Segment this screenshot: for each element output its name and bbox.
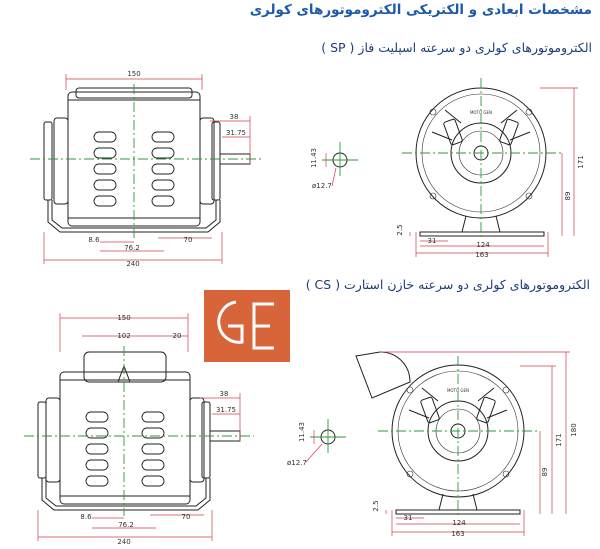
sp-shaft-detail: 11.43 ø12.7 — [310, 142, 358, 190]
sp-key-height: 11.43 — [310, 148, 318, 168]
cs-box-length: 102 — [117, 332, 130, 340]
cs-shaft-detail: 11.43 ø12.7 — [287, 419, 346, 467]
sp-brand-plate: MOTO GEN — [470, 110, 492, 115]
cs-foot-gap: 8.6 — [80, 513, 92, 521]
cs-foot-offset: 70 — [182, 513, 191, 521]
cs-base-thickness: 2.5 — [372, 500, 380, 511]
sp-section-heading: الکتروموتورهای کولری دو سرعته اسپلیت فاز… — [321, 40, 592, 55]
sp-shaft-diameter: ø12.7 — [312, 182, 332, 190]
cs-brand-plate: MOTO GEN — [447, 388, 469, 393]
sp-base-width: 240 — [126, 260, 139, 268]
sp-side-view: 150 38 31.75 — [30, 70, 262, 268]
sp-overall-length: 150 — [127, 70, 140, 78]
sp-center-height: 89 — [564, 192, 572, 201]
sp-foot-gap: 8.6 — [88, 236, 100, 244]
cs-front-view: MOTO GEN 180 171 89 2.5 31 124 163 — [355, 351, 578, 538]
sp-foot-span: 76.2 — [124, 244, 140, 252]
cs-shaft-dim: 31.75 — [216, 406, 236, 414]
cs-shaft-diameter: ø12.7 — [287, 459, 307, 467]
sp-shaft-dim: 31.75 — [226, 129, 246, 137]
cs-side-view: 150 102 20 38 — [24, 313, 254, 546]
cs-box-offset: 20 — [173, 332, 182, 340]
cs-foot-span: 76.2 — [118, 521, 134, 529]
sp-front-foot-span: 124 — [476, 241, 490, 249]
cs-shaft-length: 38 — [220, 390, 229, 398]
cs-front-base-width: 163 — [451, 530, 464, 538]
sp-base-thickness: 2.5 — [396, 224, 404, 235]
cs-key-height: 11.43 — [298, 422, 306, 442]
sp-foot-offset: 70 — [184, 236, 193, 244]
cs-center-height: 89 — [541, 468, 549, 477]
cs-front-foot-offset: 31 — [404, 514, 413, 522]
cs-base-width: 240 — [117, 538, 130, 546]
cs-section-heading: الکتروموتورهای کولری دو سرعته خازن استار… — [305, 277, 590, 292]
ge-logo: GE — [204, 290, 290, 362]
page-title: مشخصات ابعادی و الکتریکی الکتروموتورهای … — [249, 2, 592, 18]
sp-front-foot-offset: 31 — [428, 237, 437, 245]
cs-front-foot-span: 124 — [452, 519, 466, 527]
sp-front-base-width: 163 — [475, 251, 488, 259]
sp-front-view: MOTO GEN 171 89 2.5 31 124 163 — [396, 78, 585, 259]
sp-front-height: 171 — [577, 155, 585, 168]
sp-shaft-length: 38 — [230, 113, 239, 121]
cs-front-height: 180 — [570, 423, 578, 436]
cs-overall-length: 150 — [117, 314, 130, 322]
cs-front-height-body: 171 — [555, 433, 563, 446]
